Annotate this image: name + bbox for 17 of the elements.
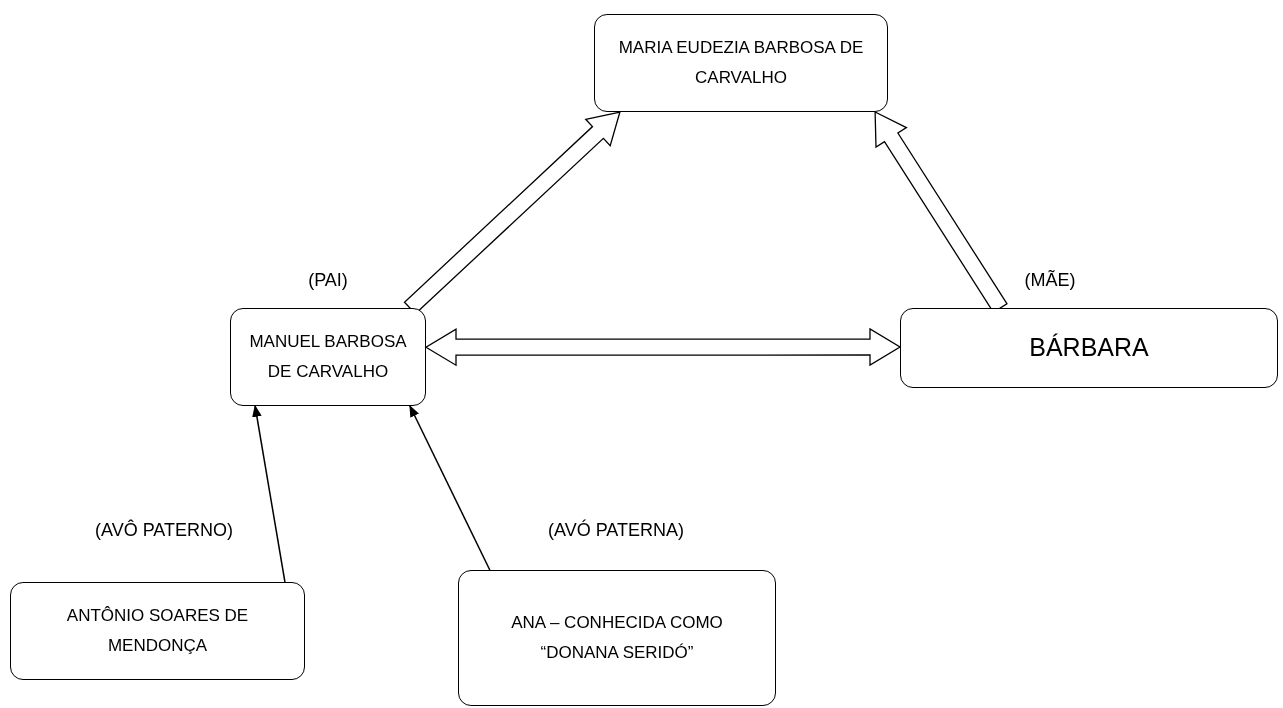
relation-label: (AVÓ PATERNA) (548, 520, 684, 541)
person-name: MARIA EUDEZIA BARBOSA DE CARVALHO (617, 37, 865, 89)
arrow (252, 404, 286, 583)
relation-label: (AVÔ PATERNO) (95, 520, 233, 541)
person-box (900, 308, 1278, 388)
relation-label: (PAI) (308, 270, 348, 291)
person-name: MANUEL BARBOSA DE CARVALHO (248, 331, 408, 383)
person-box (594, 14, 888, 112)
double-block-arrow (424, 327, 902, 367)
person-name: BÁRBARA (1029, 332, 1149, 364)
arrow (409, 404, 491, 571)
relation-label: (MÃE) (1024, 270, 1076, 291)
person-box (458, 570, 776, 706)
person-box (10, 582, 305, 680)
person-box (230, 308, 426, 406)
person-name: ANA – CONHECIDA COMO “DONANA SERIDÓ” (510, 612, 724, 664)
person-name: ANTÔNIO SOARES DE MENDONÇA (65, 605, 250, 657)
